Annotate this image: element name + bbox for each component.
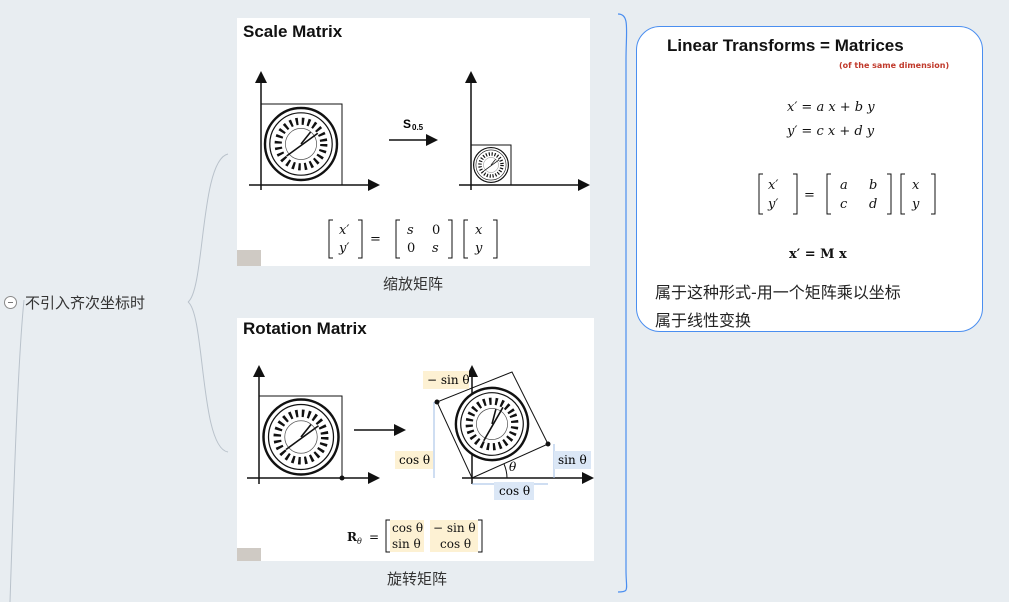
- scale-slide-title: Scale Matrix: [243, 22, 343, 41]
- rotation-matrix-slide[interactable]: Rotation Matrix: [237, 318, 594, 561]
- card-m-x: x: [912, 178, 920, 193]
- scale-eq-y: y: [474, 241, 483, 256]
- card-m-x1: x′: [768, 178, 778, 193]
- rotation-caption: 旋转矩阵: [386, 570, 447, 588]
- card-m-sign: =: [804, 188, 815, 203]
- scale-eq-c: 0: [407, 241, 415, 256]
- rotation-eq-sign: =: [369, 530, 379, 544]
- scale-eq-a: s: [407, 223, 414, 238]
- scale-eq-d: s: [432, 241, 439, 256]
- card-eq-line2: y′ = c x + d y: [786, 124, 875, 139]
- card-note-2: 属于线性变换: [655, 311, 752, 330]
- rotation-slide-title: Rotation Matrix: [243, 319, 367, 338]
- card-equations: x′ = a x + b y y′ = c x + d y x′ y′ = a …: [758, 100, 936, 262]
- card-title: Linear Transforms = Matrices: [667, 36, 904, 55]
- scale-eq-x1: x′: [339, 223, 349, 238]
- card-m-y1: y′: [767, 197, 778, 212]
- rotation-diagram: − sin θ cos θ sin θ cos θ θ R θ = cos θ …: [237, 365, 594, 561]
- cos-left-label: cos θ: [399, 453, 430, 467]
- rotation-eq-lhs: R: [347, 530, 358, 544]
- sin-right-label: sin θ: [558, 453, 587, 467]
- scale-eq-x: x: [475, 223, 483, 238]
- card-m-a: a: [840, 178, 848, 193]
- rotation-eq-a: cos θ: [392, 521, 423, 535]
- scale-eq-y1: y′: [338, 241, 349, 256]
- scale-eq-sign: =: [370, 232, 381, 247]
- rotation-eq-d: cos θ: [440, 537, 471, 551]
- root-node-label: 不引入齐次坐标时: [25, 293, 146, 312]
- neg-sin-label: − sin θ: [427, 373, 470, 387]
- card-compact-eq: x′ = M x: [789, 247, 847, 262]
- scale-diagram: S 0.5 x′ y′ = s 0 0 s x y: [237, 71, 590, 266]
- card-m-d: d: [869, 197, 877, 212]
- scale-eq-b: 0: [432, 223, 440, 238]
- scale-operator: S: [403, 117, 411, 131]
- collapse-icon[interactable]: [4, 295, 17, 309]
- scale-matrix-slide[interactable]: Scale Matrix S 0.5: [237, 18, 590, 266]
- rotation-eq-c: sin θ: [392, 537, 421, 551]
- cos-bottom-label: cos θ: [499, 484, 530, 498]
- card-m-c: c: [840, 197, 848, 212]
- card-note-1: 属于这种形式-用一个矩阵乘以坐标: [655, 283, 901, 302]
- card-subtitle: (of the same dimension): [839, 61, 950, 70]
- theta-label: θ: [509, 460, 517, 474]
- rotation-eq-sub: θ: [357, 537, 362, 546]
- card-m-y: y: [911, 197, 920, 212]
- card-m-b: b: [869, 178, 877, 193]
- linear-transforms-card[interactable]: Linear Transforms = Matrices (of the sam…: [636, 26, 983, 332]
- card-eq-line1: x′ = a x + b y: [787, 100, 875, 115]
- root-node[interactable]: 不引入齐次坐标时: [4, 289, 145, 315]
- scale-caption: 缩放矩阵: [382, 275, 443, 293]
- rotation-eq-b: − sin θ: [433, 521, 476, 535]
- scale-operator-sub: 0.5: [412, 123, 424, 132]
